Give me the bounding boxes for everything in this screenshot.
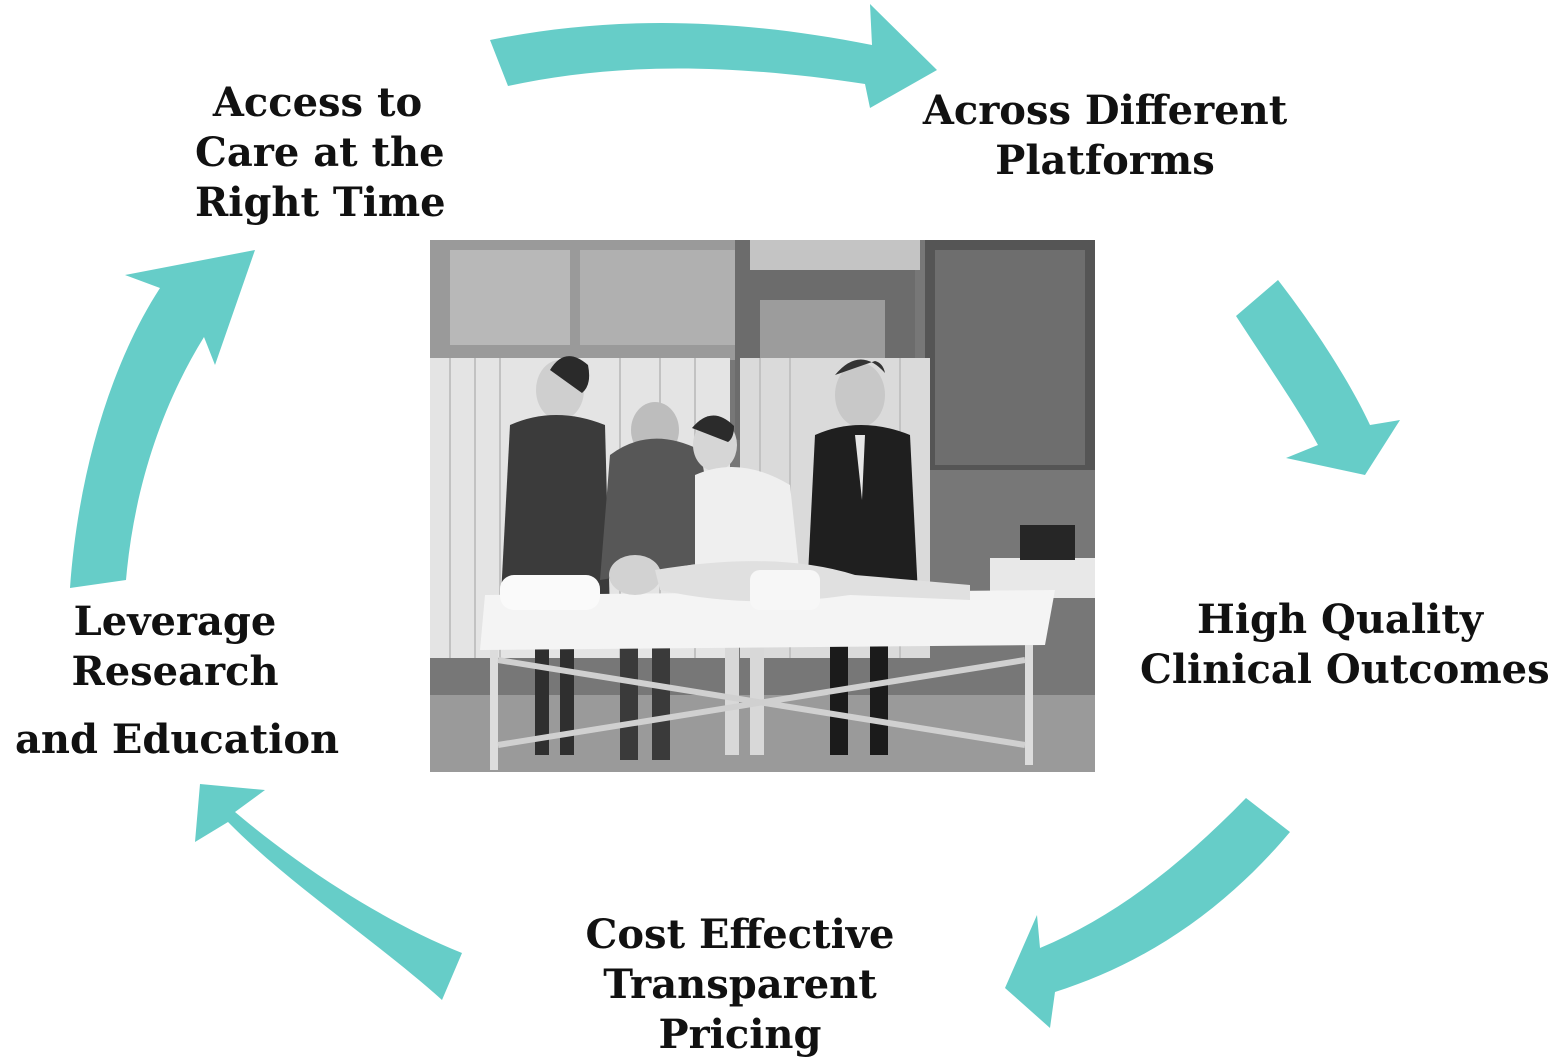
arrow-left bbox=[70, 250, 255, 588]
arrow-upper-right bbox=[1236, 280, 1400, 475]
node-access-to-care: Access to Care at the Right Time bbox=[195, 78, 446, 228]
node-high-quality: High Quality Clinical Outcomes bbox=[1140, 595, 1550, 695]
arrow-top bbox=[490, 4, 937, 108]
node-line: Leverage bbox=[73, 598, 277, 645]
node-line: High Quality bbox=[1197, 596, 1483, 643]
arrow-lower-left bbox=[195, 784, 462, 1000]
clinic-photo-illustration bbox=[430, 240, 1095, 772]
node-line: Across Different bbox=[922, 87, 1288, 134]
figure-doctor-stooping bbox=[600, 402, 720, 760]
node-line: Pricing bbox=[658, 1011, 822, 1058]
clinic-photo bbox=[430, 240, 1095, 772]
examination-table bbox=[480, 575, 1055, 770]
node-line: Platforms bbox=[995, 137, 1215, 184]
node-line: and Education bbox=[15, 716, 340, 763]
node-line: Research bbox=[71, 648, 279, 695]
node-line: Clinical Outcomes bbox=[1140, 646, 1550, 693]
node-leverage-research: Leverage Research and Education bbox=[15, 597, 340, 765]
node-line: Care at the bbox=[195, 129, 445, 176]
node-line: Access to bbox=[212, 79, 423, 126]
figure-woman-left bbox=[500, 356, 610, 755]
node-cost-effective: Cost Effective Transparent Pricing bbox=[575, 910, 905, 1060]
node-across-platforms: Across Different Platforms bbox=[905, 86, 1305, 186]
node-line: Transparent bbox=[603, 961, 877, 1008]
node-line: Cost Effective bbox=[585, 911, 895, 958]
arrow-lower-right bbox=[1005, 798, 1290, 1028]
child-patient bbox=[609, 555, 970, 610]
node-line: Right Time bbox=[195, 179, 446, 226]
